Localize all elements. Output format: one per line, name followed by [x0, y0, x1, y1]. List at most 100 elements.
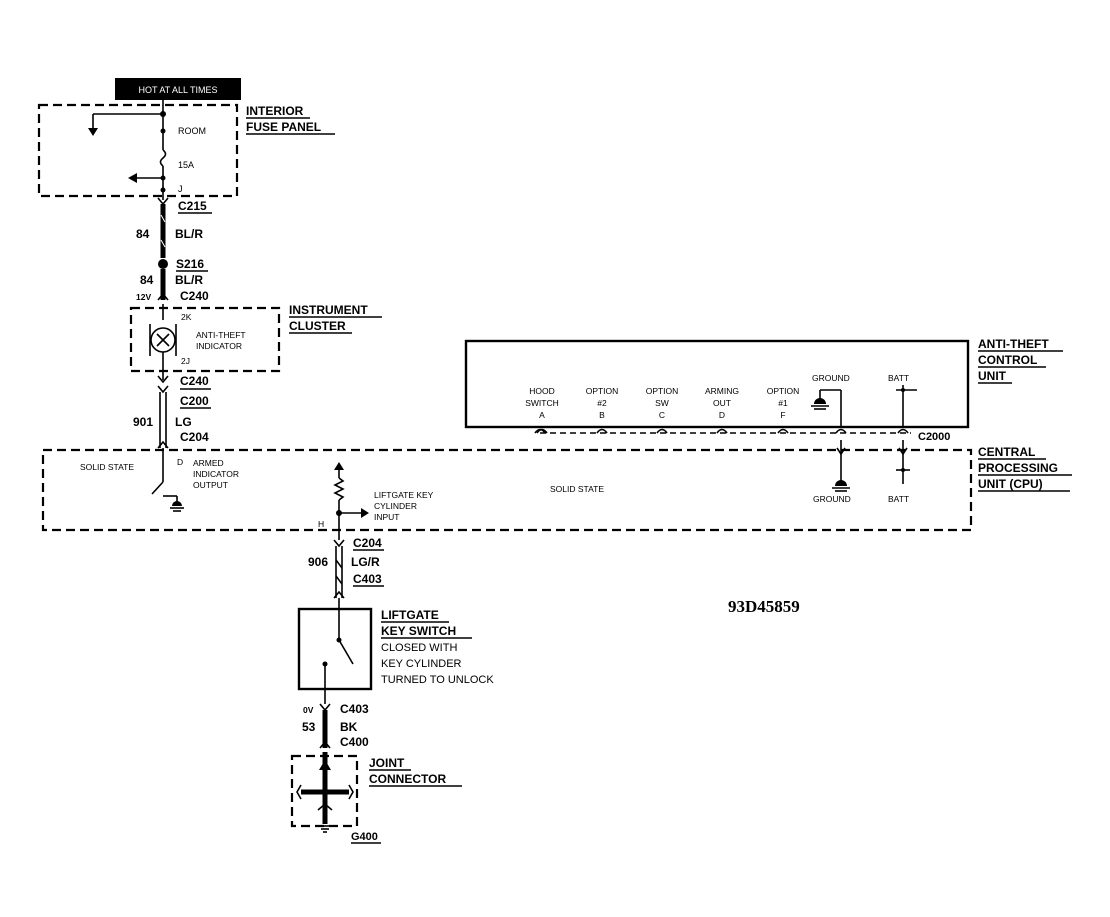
connector-c2000: C2000 [918, 431, 950, 443]
armed-label-3: OUTPUT [193, 480, 228, 490]
atcu-terminal-l2: #2 [597, 398, 607, 408]
atcu-terminal: OPTION #2B [586, 386, 619, 434]
atcu-terminal-pin: A [539, 410, 545, 420]
cpu-solid-state-left: SOLID STATE [80, 462, 134, 472]
wire-84-color-upper: BL/R [175, 227, 203, 241]
cpu-title-3: UNIT (CPU) [978, 477, 1043, 491]
instrument-cluster: 2K 2J ANTI-THEFT INDICATOR INSTRUMENT CL… [129, 303, 382, 380]
atcu-terminal-connector-icon [656, 428, 668, 434]
wire-901-color: LG [175, 415, 192, 429]
wire-901: C240 C200 901 LG C204 [133, 374, 211, 449]
cpu-batt-label: BATT [888, 494, 909, 504]
connector-c403-bottom: C403 [340, 702, 369, 716]
atcu-terminal-l1: OPTION [767, 386, 800, 396]
wire-906-number: 906 [308, 555, 328, 569]
atcu-terminal-connector-icon [716, 428, 728, 434]
connector-c240-top: C240 [180, 289, 209, 303]
wire-84-number-upper: 84 [136, 227, 150, 241]
anti-theft-control-unit: HOOD SWITCH A OPTION #2B OPTION SW C ARMING OUT D O… [464, 337, 1063, 443]
arrow-down-icon [88, 128, 98, 136]
wire-84-color-lower: BL/R [175, 273, 203, 287]
atcu-terminal-l1: ARMING [705, 386, 739, 396]
splice-s216: S216 [158, 257, 208, 272]
voltage-0v: 0V [303, 705, 314, 715]
ground-g400-label: G400 [351, 831, 378, 843]
atcu-terminal-pin: B [599, 410, 605, 420]
wire-906-color: LG/R [351, 555, 380, 569]
interior-fuse-panel: ROOM 15A J INTERIOR FUSE PANEL [37, 100, 335, 200]
hot-label-text: HOT AT ALL TIMES [138, 85, 217, 95]
figure-id: 93D45859 [728, 597, 800, 616]
liftgate-desc-3: TURNED TO UNLOCK [381, 674, 494, 686]
joint-connector: JOINT CONNECTOR G400 [290, 752, 462, 844]
wire-84-lower: 84 BL/R 12V C240 [136, 269, 209, 303]
atcu-batt-label: BATT [888, 373, 909, 383]
liftgate-desc-2: KEY CYLINDER [381, 658, 462, 670]
armed-label-2: INDICATOR [193, 469, 239, 479]
hot-at-all-times-label: HOT AT ALL TIMES [115, 78, 241, 100]
atcu-terminal-l2: SW [655, 398, 669, 408]
wire-53: 0V C403 53 BK C400 [302, 702, 369, 749]
atcu-terminal-pin: D [719, 410, 725, 420]
atcu-terminals: HOOD SWITCH A OPTION #2B OPTION SW C ARMING OUT D O… [525, 386, 800, 434]
atcu-terminal: ARMING OUT D [705, 386, 739, 434]
cpu-pin-h: H [318, 519, 324, 529]
fuse-panel-title-1: INTERIOR [246, 104, 304, 118]
connector-c200: C200 [180, 394, 209, 408]
connector-c204-bottom: C204 [353, 536, 382, 550]
cluster-title-1: INSTRUMENT [289, 303, 368, 317]
joint-title-1: JOINT [369, 756, 405, 770]
wire-84-upper: C215 84 BL/R [136, 197, 212, 258]
voltage-12v: 12V [136, 292, 151, 302]
armed-label-1: ARMED [193, 458, 224, 468]
liftgate-input-3: INPUT [374, 512, 400, 522]
atcu-terminal: OPTION #1F [767, 386, 800, 434]
fuse-panel-title-2: FUSE PANEL [246, 120, 321, 134]
atcu-terminal-l1: OPTION [586, 386, 619, 396]
atcu-terminal-l2: #1 [778, 398, 788, 408]
wire-84-number-lower: 84 [140, 273, 154, 287]
cluster-indicator-1: ANTI-THEFT [196, 330, 246, 340]
arrow-up-icon-joint [319, 760, 331, 770]
room-label: ROOM [178, 126, 206, 136]
atcu-title-2: CONTROL [978, 353, 1037, 367]
fuse-pin: J [178, 184, 183, 194]
connector-c204-top: C204 [180, 430, 209, 444]
switch-contact-icon [338, 639, 354, 665]
ground-icon-cpu-right [832, 480, 850, 492]
liftgate-input-1: LIFTGATE KEY [374, 490, 434, 500]
atcu-terminal-l2: SWITCH [525, 398, 559, 408]
liftgate-key-switch: LIFTGATE KEY SWITCH CLOSED WITH KEY CYLI… [297, 607, 494, 704]
atcu-terminal: OPTION SW C [646, 386, 679, 434]
connector-c400: C400 [340, 735, 369, 749]
connector-c215: C215 [178, 199, 207, 213]
cluster-pin-2k: 2K [181, 312, 192, 322]
solid-state-switch-icon [151, 481, 164, 495]
arrow-up-icon [334, 462, 344, 470]
wire-906: C204 906 LG/R C403 [308, 530, 384, 612]
atcu-terminal-pin: F [780, 410, 785, 420]
joint-title-2: CONNECTOR [369, 772, 446, 786]
cpu-pin-d: D [177, 457, 183, 467]
cpu-ground-label: GROUND [813, 494, 851, 504]
atcu-terminal-l2: OUT [713, 398, 731, 408]
atcu-title-1: ANTI-THEFT [978, 337, 1049, 351]
atcu-title-3: UNIT [978, 369, 1007, 383]
liftgate-input-2: CYLINDER [374, 501, 417, 511]
cluster-title-2: CLUSTER [289, 319, 346, 333]
atcu-terminal-pin: C [659, 410, 665, 420]
connector-c240-bottom: C240 [180, 374, 209, 388]
liftgate-title-1: LIFTGATE [381, 608, 439, 622]
cluster-indicator-2: INDICATOR [196, 341, 242, 351]
cpu-title-1: CENTRAL [978, 445, 1035, 459]
wire-53-color: BK [340, 720, 358, 734]
cpu-solid-state-center: SOLID STATE [550, 484, 604, 494]
central-processing-unit: SOLID STATE D ARMED INDICATOR OUTPUT LIF… [41, 440, 1072, 532]
atcu-terminal-l1: HOOD [529, 386, 555, 396]
atcu-ground-label: GROUND [812, 373, 850, 383]
atcu-terminal-connector-icon [596, 428, 608, 434]
arrow-right-icon [361, 508, 369, 518]
resistor-icon [333, 477, 345, 501]
atcu-terminal-l1: OPTION [646, 386, 679, 396]
fuse-icon [159, 149, 167, 167]
